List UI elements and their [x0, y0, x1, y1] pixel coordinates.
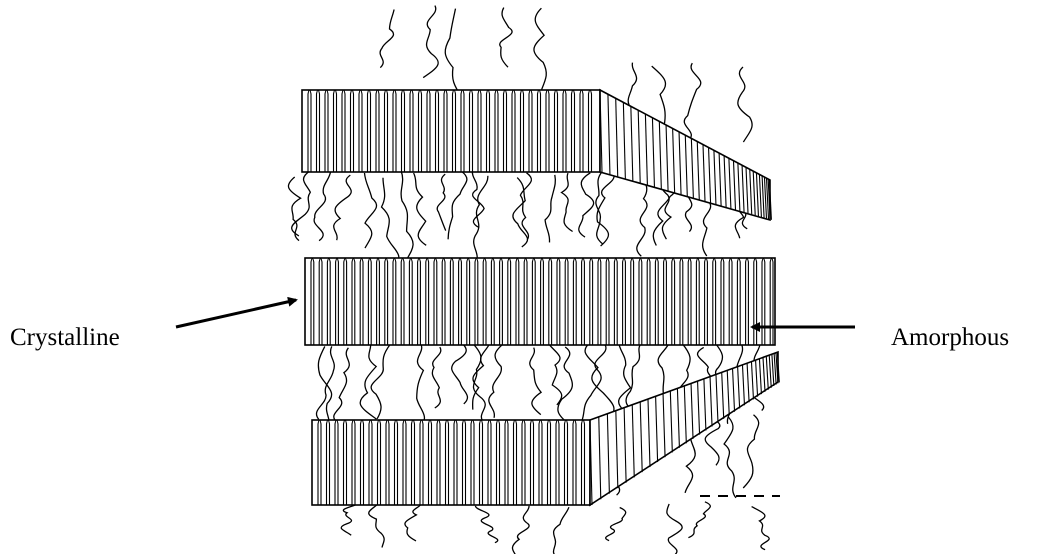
amorphous-chain [417, 342, 425, 426]
amorphous-chain [365, 173, 377, 248]
amorphous-chain [380, 10, 394, 68]
amorphous-chain [597, 174, 614, 246]
amorphous-chain [371, 345, 390, 419]
amorphous-chain [288, 177, 300, 241]
amorphous-label: Amorphous [891, 324, 1009, 352]
amorphous-chain [414, 173, 427, 245]
amorphous-chain [724, 417, 736, 498]
amorphous-chain [452, 340, 468, 404]
amorphous-chain [448, 171, 467, 239]
amorphous-chain [743, 415, 758, 488]
amorphous-chain [534, 8, 546, 89]
amorphous-chain [474, 176, 488, 262]
lamella-top [302, 90, 771, 220]
amorphous-chain [314, 171, 331, 241]
amorphous-chain [688, 502, 710, 538]
amorphous-chain [752, 507, 770, 550]
amorphous-chain [562, 173, 573, 231]
amorphous-chain [585, 342, 614, 418]
amorphous-chain [579, 173, 594, 237]
amorphous-chain [360, 340, 376, 419]
amorphous-chain [382, 178, 399, 266]
amorphous-chain [369, 505, 384, 548]
amorphous-chain [667, 504, 682, 554]
amorphous-chain [437, 174, 446, 231]
amorphous-chain [423, 6, 438, 78]
crystalline-lamellae [302, 90, 779, 505]
lamella-middle [305, 258, 775, 345]
amorphous-chain [334, 348, 350, 423]
amorphous-chain [545, 175, 555, 243]
amorphous-chain [473, 344, 490, 410]
amorphous-chain [684, 63, 700, 142]
amorphous-chain [512, 506, 529, 554]
amorphous-chain [405, 502, 421, 541]
amorphous-chain [619, 343, 631, 411]
amorphous-chain [445, 9, 461, 97]
amorphous-chain [530, 348, 541, 415]
crystalline-label: Crystalline [10, 324, 120, 352]
amorphous-chain [475, 506, 497, 543]
amorphous-chain [550, 345, 562, 405]
amorphous-chain [489, 341, 507, 418]
amorphous-chain [553, 507, 568, 554]
amorphous-chain [500, 8, 512, 68]
amorphous-chain [738, 67, 752, 142]
amorphous-chain [334, 175, 352, 240]
amorphous-chain [341, 501, 357, 535]
crystalline-arrow [176, 300, 296, 327]
amorphous-chain [606, 508, 626, 541]
amorphous-chain [432, 347, 440, 408]
amorphous-chain [401, 171, 413, 262]
